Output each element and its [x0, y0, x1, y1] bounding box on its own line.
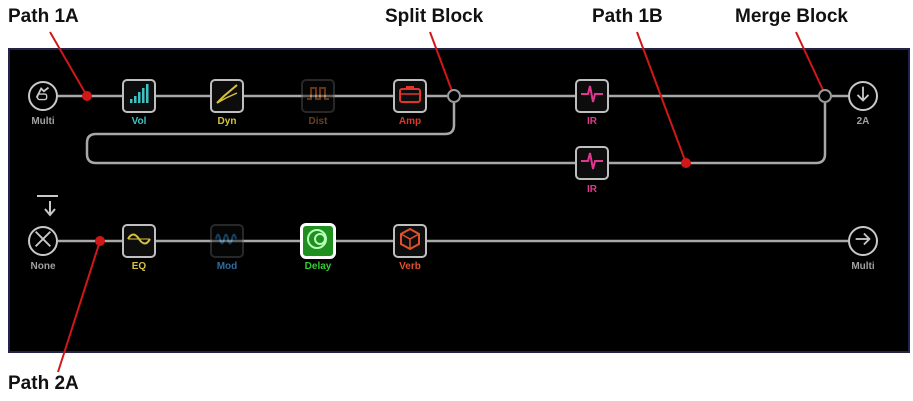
reverb-icon [397, 226, 423, 257]
arrow-right-icon [852, 228, 874, 255]
block-ir-1b[interactable] [575, 146, 609, 180]
block-delay-label: Delay [304, 261, 332, 272]
split-block-node[interactable] [447, 89, 461, 103]
block-verb-label: Verb [399, 261, 421, 272]
block-ir-1b-label: IR [587, 184, 597, 195]
block-eq-label: EQ [131, 261, 147, 272]
path-1-input[interactable] [28, 81, 58, 111]
block-delay[interactable] [301, 224, 335, 258]
path-1b-callout: Path 1B [592, 6, 663, 27]
merge-block-node[interactable] [818, 89, 832, 103]
multi-input-icon [32, 83, 54, 110]
block-dist-label: Dist [308, 116, 328, 127]
block-mod-label: Mod [216, 261, 238, 272]
volume-bars-icon [126, 81, 152, 112]
path-1a-callout: Path 1A [8, 6, 79, 27]
path-2-output[interactable] [848, 226, 878, 256]
block-vol-label: Vol [131, 116, 147, 127]
impulse-response-icon [579, 148, 605, 179]
merge-block-callout: Merge Block [735, 6, 848, 27]
path-2a-callout: Path 2A [8, 373, 79, 394]
delay-icon [305, 226, 331, 257]
path-1-input-label: Multi [31, 116, 55, 127]
dynamics-icon [214, 81, 240, 112]
path-2-output-label: Multi [851, 261, 875, 272]
block-dist[interactable] [301, 79, 335, 113]
block-amp-label: Amp [398, 116, 422, 127]
eq-icon [126, 226, 152, 257]
block-ir-1a[interactable] [575, 79, 609, 113]
none-x-icon [32, 228, 54, 255]
path-2-input[interactable] [28, 226, 58, 256]
impulse-response-icon [579, 81, 605, 112]
path-1-output-label: 2A [856, 116, 870, 127]
block-vol[interactable] [122, 79, 156, 113]
arrow-down-icon [852, 83, 874, 110]
path-2-input-label: None [30, 261, 56, 272]
amp-icon [397, 81, 423, 112]
block-verb[interactable] [393, 224, 427, 258]
block-eq[interactable] [122, 224, 156, 258]
block-ir-1a-label: IR [587, 116, 597, 127]
block-mod[interactable] [210, 224, 244, 258]
modulation-icon [214, 226, 240, 257]
block-dyn-label: Dyn [217, 116, 237, 127]
split-block-callout: Split Block [385, 6, 484, 27]
block-amp[interactable] [393, 79, 427, 113]
block-dyn[interactable] [210, 79, 244, 113]
distortion-icon [305, 81, 331, 112]
path-1-output[interactable] [848, 81, 878, 111]
